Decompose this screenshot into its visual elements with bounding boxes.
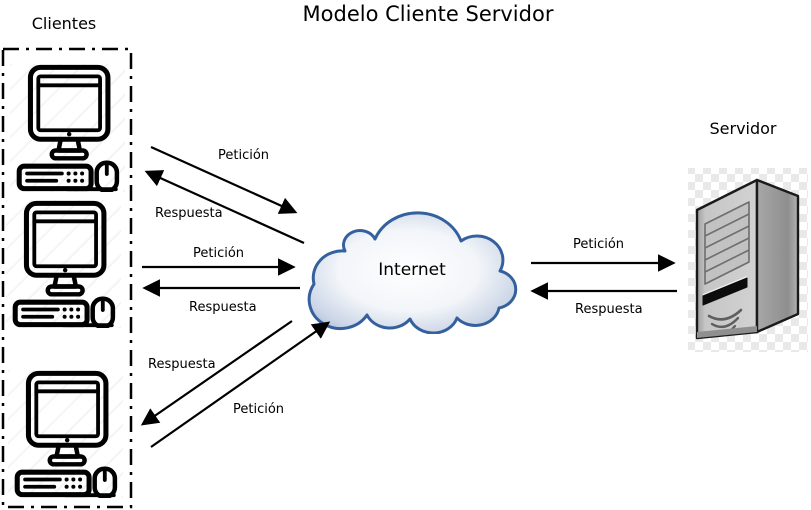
page-title: Modelo Cliente Servidor (302, 2, 554, 26)
client-computer-icon (8, 370, 123, 498)
response-label-server: Respuesta (575, 302, 643, 317)
request-label-server: Petición (573, 237, 625, 252)
request-label-client3: Petición (233, 402, 285, 417)
clients-section-label: Clientes (31, 14, 97, 33)
server-tower-shape (695, 178, 800, 340)
response-label-client3: Respuesta (148, 357, 216, 372)
client-computer-icon (10, 64, 125, 192)
request-arrow-client3 (150, 321, 331, 448)
server-section-label: Servidor (709, 119, 777, 138)
cloud-shape (307, 211, 518, 334)
internet-label: Internet (378, 260, 446, 280)
internet-cloud-icon: Internet (307, 211, 518, 334)
request-label-client1: Petición (218, 148, 270, 163)
response-label-client1: Respuesta (155, 206, 223, 221)
server-tower-icon (688, 168, 808, 352)
response-label-client2: Respuesta (189, 300, 257, 315)
clients-group-border (1, 47, 133, 509)
request-label-client2: Petición (193, 246, 245, 261)
client-computer-icon (6, 200, 121, 328)
